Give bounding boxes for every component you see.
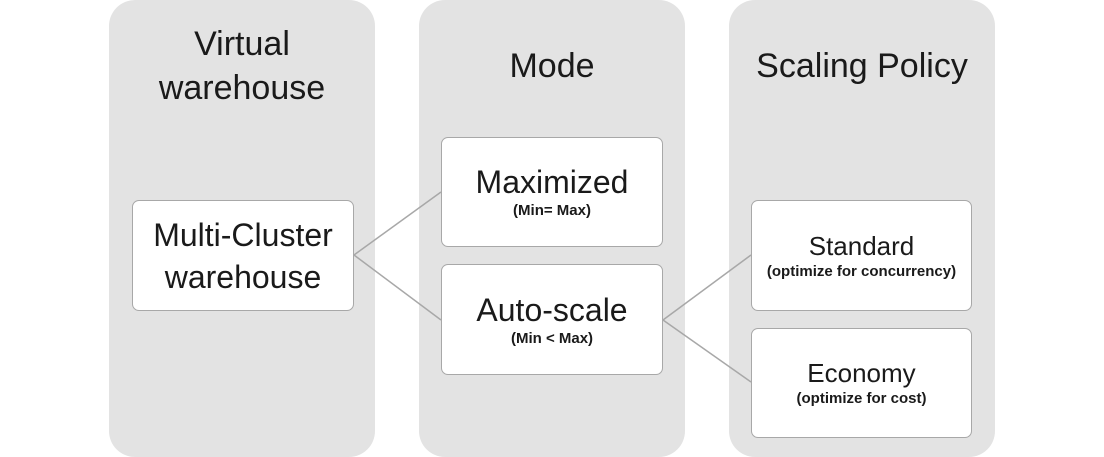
column-title-virtual-warehouse: Virtual warehouse xyxy=(158,25,326,107)
node-auto-scale: Auto-scale (Min < Max) xyxy=(441,264,663,375)
node-maximized: Maximized (Min= Max) xyxy=(441,137,663,247)
column-title-mode: Mode xyxy=(509,47,595,85)
node-economy-sub: (optimize for cost) xyxy=(796,390,927,407)
node-economy: Economy (optimize for cost) xyxy=(751,328,972,438)
node-auto-scale-sub: (Min < Max) xyxy=(510,329,594,347)
column-title-scaling-policy: Scaling Policy xyxy=(756,47,968,85)
node-maximized-sub: (Min= Max) xyxy=(513,202,591,219)
node-multi-cluster-label: Multi-Cluster warehouse xyxy=(153,216,333,295)
node-economy-label: Economy xyxy=(807,358,916,388)
node-multi-cluster-warehouse: Multi-Cluster warehouse xyxy=(132,200,354,311)
node-auto-scale-label: Auto-scale xyxy=(476,291,628,328)
node-standard-label: Standard xyxy=(808,230,915,261)
node-maximized-label: Maximized xyxy=(475,164,629,200)
node-standard-sub: (optimize for concurrency) xyxy=(766,262,957,280)
node-standard: Standard (optimize for concurrency) xyxy=(751,200,972,311)
